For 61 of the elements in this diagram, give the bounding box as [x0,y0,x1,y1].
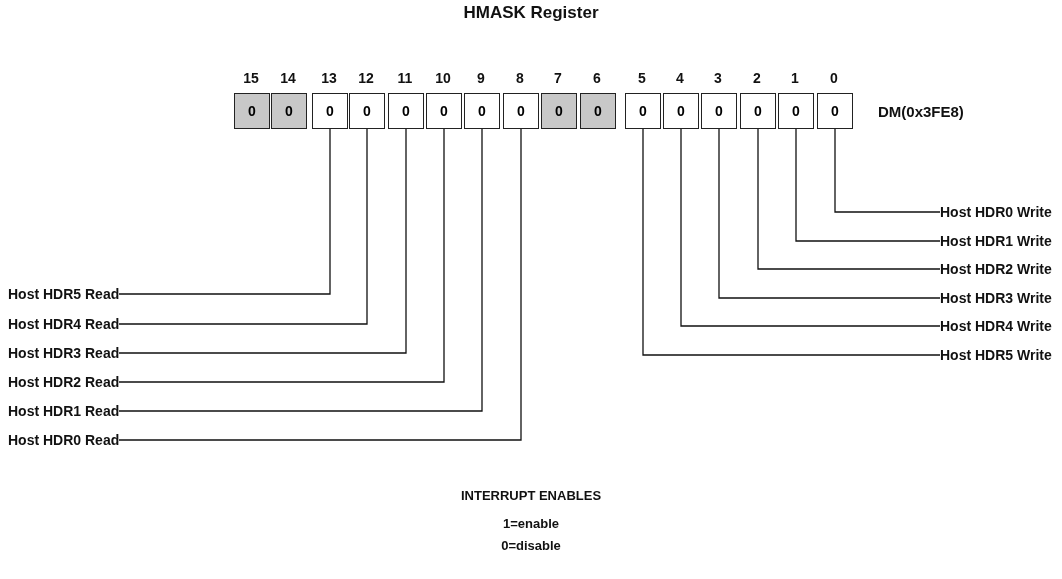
bit-label: Host HDR4 Write [940,318,1052,334]
reserved-bit-cell: 0 [271,93,307,129]
bit-cell: 0 [464,93,500,129]
bit-label: Host HDR2 Read [8,374,120,390]
bit-number: 2 [752,70,762,86]
leader-line [834,128,941,213]
leader-line [680,128,941,327]
bit-label: Host HDR2 Write [940,261,1052,277]
bit-number: 1 [790,70,800,86]
bit-cell: 0 [778,93,814,129]
bit-number: 15 [242,70,260,86]
bit-number: 4 [675,70,685,86]
bit-cell: 0 [663,93,699,129]
bit-label: Host HDR4 Read [8,316,120,332]
bit-cell: 0 [740,93,776,129]
bit-label: Host HDR5 Write [940,347,1052,363]
leader-line [757,128,941,270]
leader-line [118,128,522,441]
bit-number: 10 [434,70,452,86]
leader-line [118,128,445,383]
bit-cell: 0 [701,93,737,129]
bit-cell: 0 [312,93,348,129]
leader-line [118,128,368,325]
reserved-bit-cell: 0 [580,93,616,129]
bit-number: 7 [553,70,563,86]
bit-label: Host HDR0 Write [940,204,1052,220]
bit-cell: 0 [349,93,385,129]
bit-cell: 0 [426,93,462,129]
bit-cell: 0 [625,93,661,129]
bit-number: 12 [357,70,375,86]
bit-number: 5 [637,70,647,86]
bit-number: 0 [829,70,839,86]
bit-label: Host HDR1 Read [8,403,120,419]
leader-line [795,128,941,242]
leader-line [118,128,331,295]
bit-number: 8 [515,70,525,86]
note-text: 0=disable [501,538,561,553]
bit-number: 13 [320,70,338,86]
leader-line [718,128,941,299]
bit-label: Host HDR3 Read [8,345,120,361]
bit-number: 14 [279,70,297,86]
note-text: 1=enable [503,516,559,531]
bit-label: Host HDR3 Write [940,290,1052,306]
bit-cell: 0 [817,93,853,129]
reserved-bit-cell: 0 [541,93,577,129]
reserved-bit-cell: 0 [234,93,270,129]
bit-number: 9 [476,70,486,86]
leader-line [118,128,483,412]
bit-label: Host HDR5 Read [8,286,120,302]
bit-number: 6 [592,70,602,86]
title: HMASK Register [462,3,600,23]
bit-cell: 0 [388,93,424,129]
bit-label: Host HDR0 Read [8,432,120,448]
leader-line [118,128,407,354]
note-heading: INTERRUPT ENABLES [460,488,602,503]
leader-line [642,128,941,356]
bit-cell: 0 [503,93,539,129]
bit-number: 3 [713,70,723,86]
bit-number: 11 [396,70,414,86]
register-address: DM(0x3FE8) [878,103,964,120]
bit-label: Host HDR1 Write [940,233,1052,249]
